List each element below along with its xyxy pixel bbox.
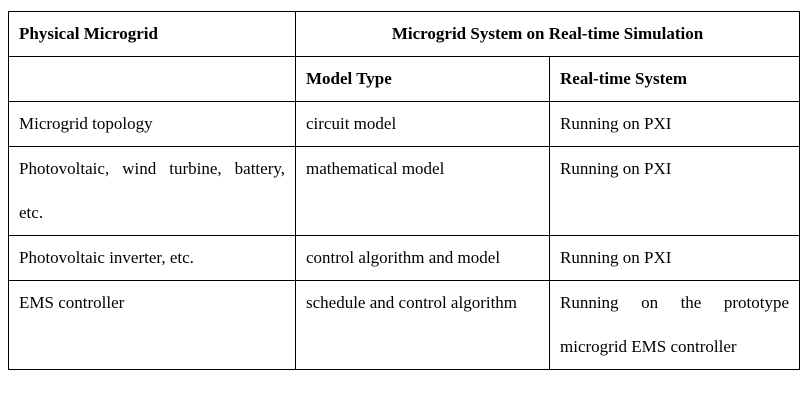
subheader-realtime-system: Real-time System: [548, 56, 800, 102]
header-realtime-simulation: Microgrid System on Real-time Simulation: [294, 11, 800, 57]
cell-physical: Photovoltaic, wind turbine, battery, etc…: [8, 146, 296, 236]
subheader-model-type: Model Type: [295, 56, 550, 102]
table-row: Microgrid topology circuit model Running…: [8, 101, 800, 147]
cell-model-type: mathematical model: [295, 146, 550, 236]
cell-physical: Microgrid topology: [8, 101, 296, 147]
header-physical-microgrid: Physical Microgrid: [8, 11, 296, 57]
table-header-row: Physical Microgrid Microgrid System on R…: [8, 11, 800, 57]
table-row: EMS controller schedule and control algo…: [8, 280, 800, 370]
comparison-table: Physical Microgrid Microgrid System on R…: [8, 11, 800, 370]
cell-realtime: Running on PXI: [548, 101, 800, 147]
table-row: Photovoltaic, wind turbine, battery, etc…: [8, 146, 800, 236]
table-subheader-row: Model Type Real-time System: [8, 56, 800, 102]
cell-physical: Photovoltaic inverter, etc.: [8, 235, 296, 281]
cell-model-type: schedule and control algorithm: [295, 280, 550, 370]
cell-physical: EMS controller: [8, 280, 296, 370]
cell-model-type: control algorithm and model: [295, 235, 550, 281]
cell-realtime: Running on the prototype microgrid EMS c…: [548, 280, 800, 370]
cell-realtime: Running on PXI: [548, 235, 800, 281]
cell-realtime: Running on PXI: [548, 146, 800, 236]
cell-model-type: circuit model: [295, 101, 550, 147]
table-row: Photovoltaic inverter, etc. control algo…: [8, 235, 800, 281]
subheader-empty-cell: [8, 56, 296, 102]
